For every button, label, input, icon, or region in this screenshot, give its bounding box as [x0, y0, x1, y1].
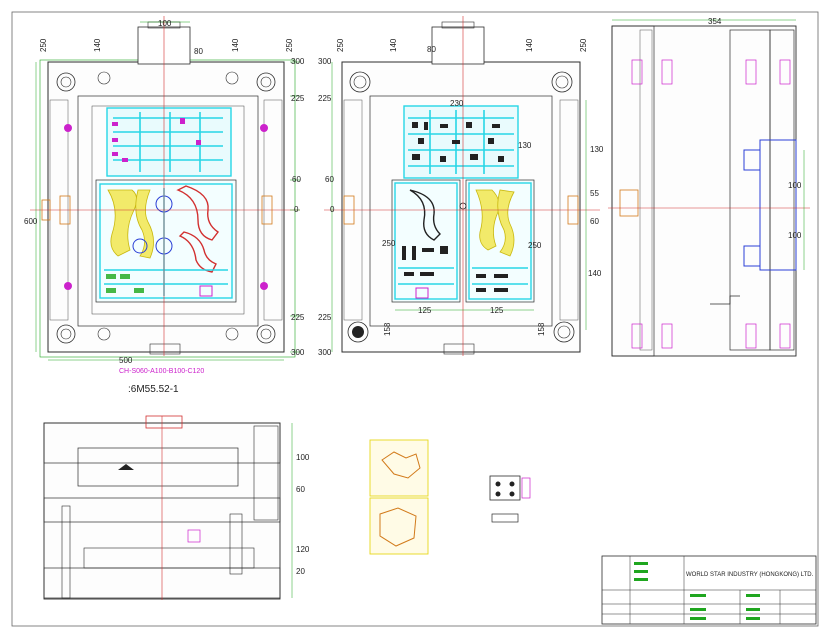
dim2-top-80: 80 — [427, 45, 436, 54]
dim-right-60: 60 — [292, 175, 301, 184]
dim4-r-60: 60 — [296, 485, 305, 494]
dim2-left-250: 250 — [382, 239, 396, 248]
dim3-right-100a: 100 — [788, 181, 802, 190]
dim2-right-55: 55 — [590, 189, 599, 198]
dim2-top-140b: 140 — [525, 38, 534, 52]
dim-right-225-top: 225 — [291, 94, 305, 103]
dim2-left-225b: 225 — [318, 313, 332, 322]
dim2-left-0: 0 — [330, 205, 335, 214]
dim-top-right-250: 250 — [285, 38, 294, 52]
dim2-bottom-125b: 125 — [490, 306, 504, 315]
plan-caption: CH-S060-A100-B100-C120 — [119, 368, 204, 375]
dim-top-width: 100 — [158, 19, 172, 28]
dim2-left-300b: 300 — [318, 348, 332, 357]
dim2-bottom-125a: 125 — [418, 306, 432, 315]
front-section-view: 100 60 120 20 — [43, 415, 310, 600]
dim2-right-130: 130 — [590, 145, 604, 154]
dim4-r-20: 20 — [296, 567, 305, 576]
dim-top-left-250: 250 — [39, 38, 48, 52]
dim3-right-100b: 100 — [788, 231, 802, 240]
title-block: WORLD STAR INDUSTRY (HONGKONG) LTD. — [601, 555, 817, 625]
dim2-left-225: 225 — [318, 94, 332, 103]
second-view: 250 140 80 140 250 300 225 60 0 225 300 … — [318, 16, 631, 357]
dim2-inner-230: 230 — [450, 99, 464, 108]
dim-top-right-140: 140 — [231, 38, 240, 52]
dim2-inner-130: 130 — [518, 141, 532, 150]
plan-view: 100 80 250 140 140 250 300 225 60 0 225 … — [24, 16, 305, 375]
dim2-top-140: 140 — [389, 38, 398, 52]
side-view: 354 100 100 — [608, 17, 810, 357]
dim-bottom-500: 500 — [119, 356, 133, 365]
dim-right-300-bottom: 300 — [291, 348, 305, 357]
dim-top-80: 80 — [194, 47, 203, 56]
dim3-top-354: 354 — [708, 17, 722, 26]
dim4-r-120: 120 — [296, 545, 310, 554]
dim2-top-250: 250 — [336, 38, 345, 52]
dim2-bottom-158b: 158 — [537, 322, 546, 336]
dim-right-225-bottom: 225 — [291, 313, 305, 322]
company-name: WORLD STAR INDUSTRY (HONGKONG) LTD. — [686, 572, 814, 578]
dim-top-left-140: 140 — [93, 38, 102, 52]
dim2-bottom-158a: 158 — [383, 322, 392, 336]
dim2-right-140: 140 — [588, 269, 602, 278]
dim-right-300-top: 300 — [291, 57, 305, 66]
detail-views — [369, 439, 531, 555]
dim2-right-60: 60 — [590, 217, 599, 226]
dim2-right-250: 250 — [528, 241, 542, 250]
dim2-left-300: 300 — [318, 57, 332, 66]
dim-right-0: 0 — [294, 205, 299, 214]
model-label: :6M55.52-1 — [128, 384, 179, 395]
dim2-left-60: 60 — [325, 175, 334, 184]
dim4-r-100: 100 — [296, 453, 310, 462]
dim-left-600: 600 — [24, 217, 38, 226]
dim2-top-250b: 250 — [579, 38, 588, 52]
sheet-border — [11, 11, 819, 627]
